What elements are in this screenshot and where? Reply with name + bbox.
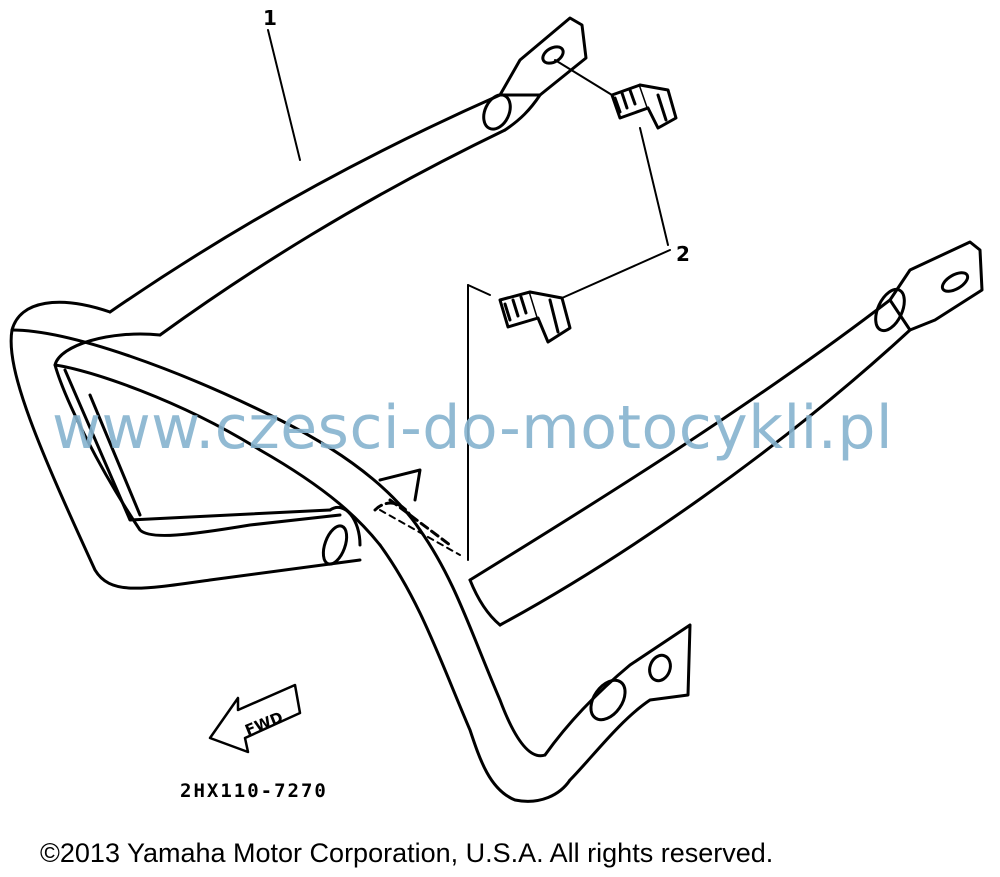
rear-grab-bar	[9, 16, 984, 803]
watermark-text: www.czesci-do-motocykli.pl	[52, 393, 894, 463]
leader-lines	[267, 29, 671, 561]
copyright-text: ©2013 Yamaha Motor Corporation, U.S.A. A…	[40, 838, 774, 868]
bolt-lower	[498, 290, 572, 344]
fwd-arrow	[208, 683, 302, 754]
bolt-upper	[610, 83, 678, 130]
callout-2: 2	[676, 242, 690, 266]
callout-1: 1	[263, 6, 277, 30]
part-code: 2HX110-7270	[180, 780, 328, 802]
